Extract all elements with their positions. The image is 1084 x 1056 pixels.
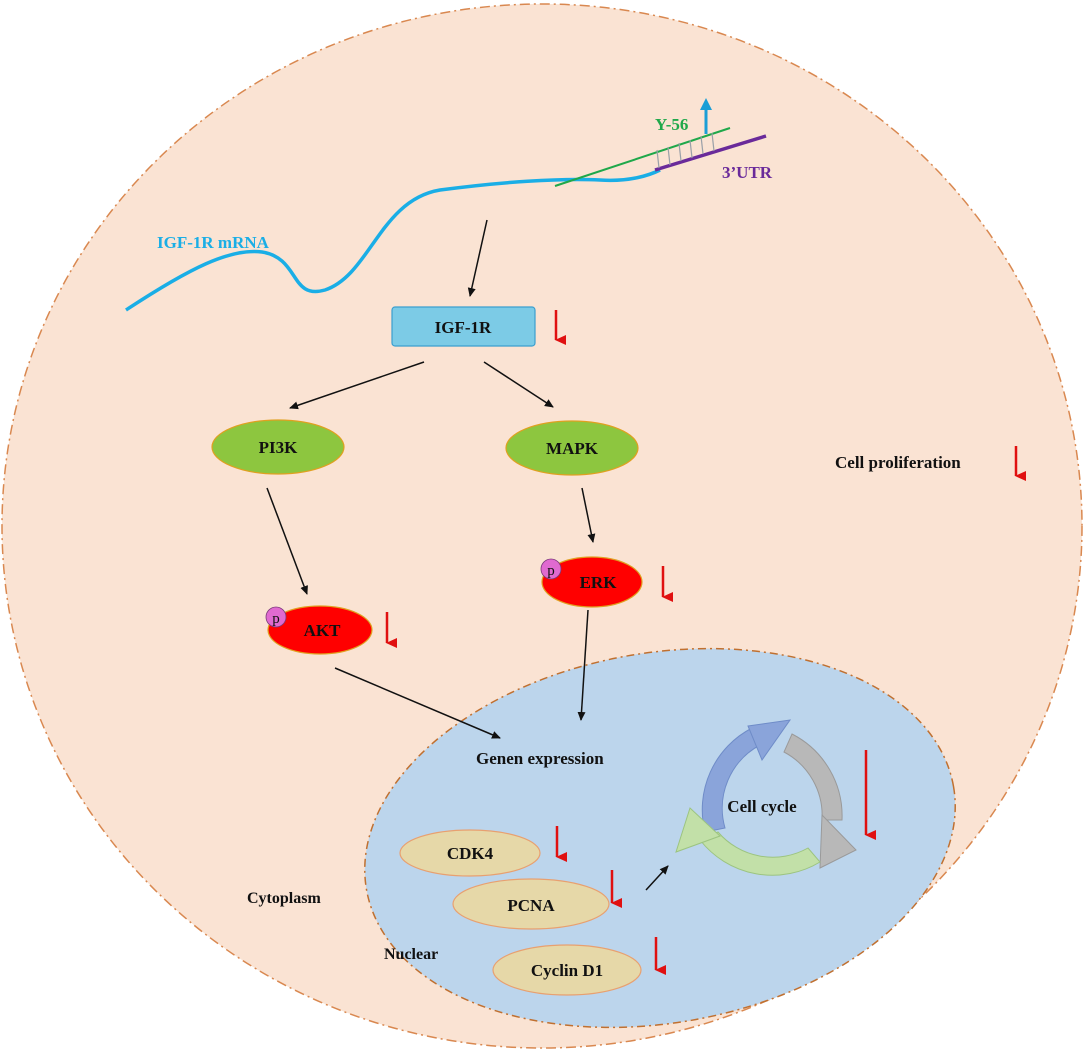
cell-proliferation-label: Cell proliferation [835,453,961,472]
arrow-akt-to-gene-expression [334,667,501,739]
cytoplasm-label: Cytoplasm [247,890,321,907]
akt-label: AKT [304,621,342,640]
pcna-node [452,878,610,930]
cdk4-node [399,829,541,877]
arrow-igf1r-to-pi3k [289,361,425,410]
akt-phospho-p: p [272,611,280,627]
pi3k-node [211,419,345,475]
cyclin-d1-label: Cyclin D1 [531,961,603,980]
igf1r-mrna-strand [125,168,661,312]
pcna-label: PCNA [507,896,555,915]
mapk-label: MAPK [546,439,599,458]
akt-node [267,605,373,655]
erk-phospho-p: p [547,563,555,579]
genen-expression-label: Genen expression [476,749,604,768]
utr-strand [654,134,767,172]
arrow-mrna-to-igf1r [467,219,488,297]
erk-label: ERK [580,573,618,592]
y56-up-arrowhead-icon [700,98,712,110]
nucleus [364,647,956,1029]
base-pairing-ticks [656,132,715,169]
arrow-mapk-to-erk [581,487,596,543]
arrow-erk-to-gene-expression [577,609,589,721]
igf1r-box [391,306,536,347]
erk-node [541,556,643,608]
erk-phospho-badge [540,558,562,580]
cyclin-d1-node [492,944,642,996]
cell-cycle-ring-icon [675,719,857,876]
mrna-label: IGF-1R mRNA [157,233,270,252]
y56-label: Y-56 [655,115,688,134]
arrow-pcna-to-cell-cycle [645,865,669,891]
igf1r-label: IGF-1R [435,318,492,337]
utr-label: 3’UTR [722,163,773,182]
arrow-pi3k-to-akt [266,487,308,595]
akt-phospho-badge [265,606,287,628]
arrow-igf1r-to-mapk [483,361,554,408]
nuclear-label: Nuclear [384,946,438,963]
pi3k-label: PI3K [259,438,299,457]
cell-cycle-label: Cell cycle [727,797,797,816]
mapk-node [505,420,639,476]
cdk4-label: CDK4 [447,844,494,863]
